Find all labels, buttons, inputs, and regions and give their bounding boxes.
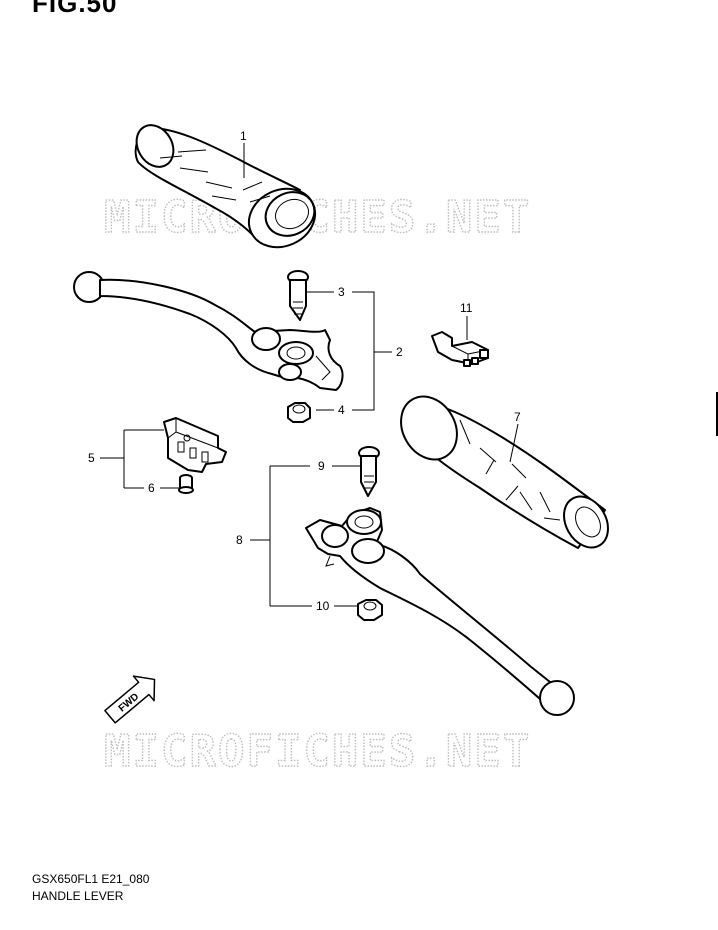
- callout-2: 2: [396, 345, 403, 359]
- left-grip-part-1: [134, 124, 317, 249]
- callout-5: 5: [88, 451, 95, 465]
- switch-part-11: [431, 331, 489, 367]
- callout-1: 1: [240, 129, 247, 143]
- watermark-bottom: MICROFICHES.NET: [104, 726, 531, 777]
- footer-caption: HANDLE LEVER: [32, 889, 124, 903]
- callout-3: 3: [338, 285, 345, 299]
- callout-10: 10: [316, 599, 330, 613]
- bolt-part-9: [358, 446, 380, 497]
- edge-tick-mark: [716, 392, 718, 436]
- nut-part-4: [287, 402, 311, 423]
- callout-6: 6: [148, 481, 155, 495]
- brake-lever-assembly: [305, 507, 575, 716]
- callout-8: 8: [236, 533, 243, 547]
- watermark-top: MICROFICHES.NET: [104, 192, 531, 243]
- leader-lines: [100, 143, 519, 607]
- fwd-arrow-icon: FWD: [104, 675, 156, 724]
- clutch-lever-assembly: [73, 271, 344, 391]
- footer-code: GSX650FL1 E21_080: [32, 872, 150, 886]
- callout-7: 7: [514, 410, 521, 424]
- right-grip-part-7: [400, 395, 609, 549]
- callout-9: 9: [318, 459, 325, 473]
- callout-4: 4: [338, 403, 345, 417]
- bolt-part-3: [287, 270, 309, 321]
- screw-part-6: [178, 474, 194, 494]
- switch-bracket-part-5: [163, 417, 227, 473]
- callout-11: 11: [460, 301, 473, 315]
- figure-title: FIG.50: [32, 0, 118, 18]
- nut-part-10: [357, 599, 383, 621]
